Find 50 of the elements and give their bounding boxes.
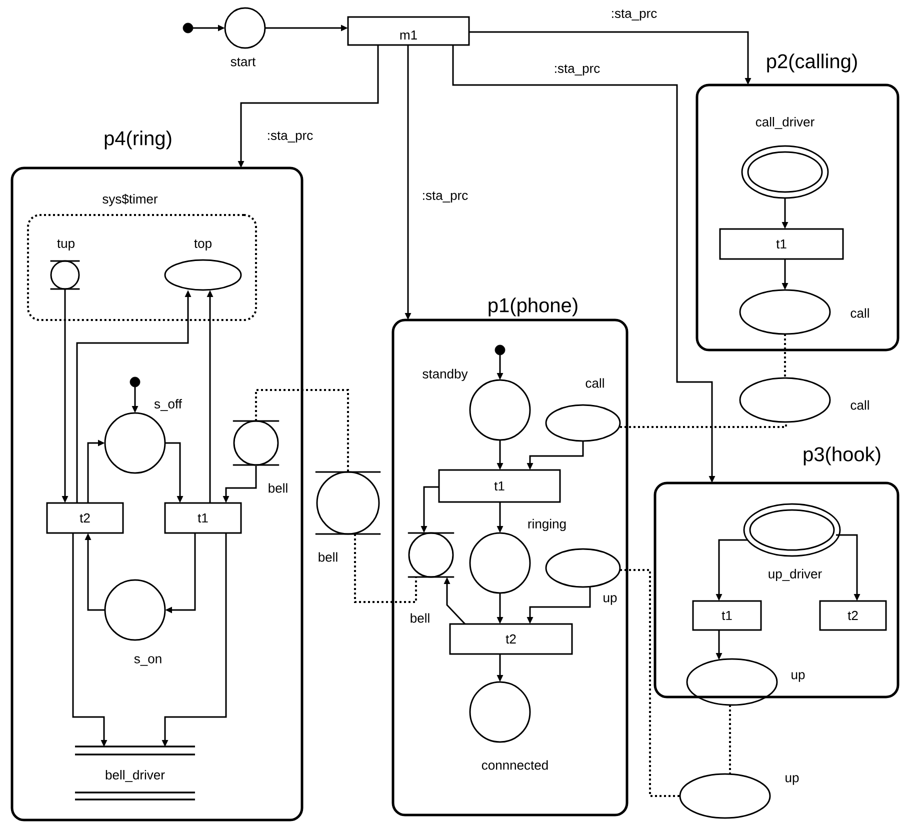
fused-place: bell (315, 471, 381, 562)
node-label: tup (57, 239, 74, 251)
dotted-line (729, 705, 731, 774)
token-dot (494, 344, 506, 356)
dotted-line (784, 334, 786, 378)
node-label: p3(hook) (804, 446, 880, 466)
node-label: bell (268, 483, 288, 493)
transition-box: t2 (449, 623, 573, 655)
fused-place: bell (232, 420, 288, 493)
transition-box: t1 (438, 469, 561, 503)
edge-label: :sta_prc (266, 130, 314, 144)
node-label: ringing (528, 518, 566, 532)
node-label: sys$timer (102, 194, 158, 206)
node-label: s_off (154, 399, 182, 411)
node-label: up (792, 672, 805, 682)
node-label: up (786, 775, 799, 785)
node-label: up_driver (768, 568, 822, 582)
edge-label: :sta_prc (552, 63, 602, 77)
node-label: connnected (482, 760, 548, 770)
token-dot (130, 376, 140, 388)
node-label: p4(ring) (104, 130, 172, 150)
dotted-line (620, 569, 680, 797)
token-dot (182, 22, 194, 34)
driver-bars: bell_driver (75, 746, 195, 800)
node-label: bell (318, 552, 338, 562)
node-label: s_on (134, 656, 162, 666)
transition-box: t1 (164, 502, 242, 534)
edge-label: :sta_prc (610, 8, 658, 22)
node-label: standby (422, 368, 468, 382)
dotted-line (354, 534, 417, 603)
fused-place: bell (408, 532, 454, 623)
dotted-line (620, 422, 787, 428)
node-label: p2(calling) (767, 54, 857, 72)
transition-box: t2 (46, 502, 124, 534)
node-label: p1(phone) (488, 298, 578, 316)
edge-label: :sta_prc (420, 190, 470, 204)
node-label: start (230, 58, 256, 66)
node-label: call (850, 400, 869, 410)
transition-box: t2 (819, 600, 887, 631)
node-label: call (850, 308, 869, 318)
transition-box: t1 (692, 600, 762, 631)
node-label: up (604, 595, 617, 605)
node-label: call_driver (756, 116, 814, 130)
transition-box: t1 (719, 228, 844, 260)
dotted-line (255, 389, 349, 472)
node-label: bell (410, 613, 430, 623)
node-label: top (194, 239, 212, 251)
node-label: call (586, 378, 604, 388)
fused-place: tup (50, 239, 80, 290)
transition-box: m1 (347, 16, 470, 46)
